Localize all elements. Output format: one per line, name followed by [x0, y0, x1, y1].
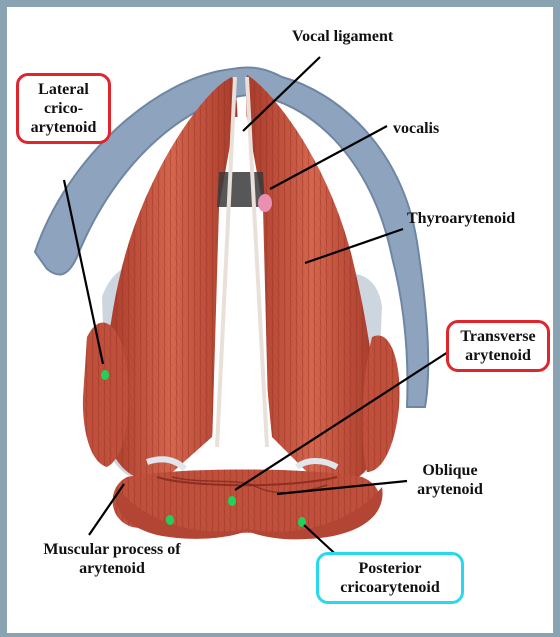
label-oblique-arytenoid: Oblique arytenoid — [410, 461, 490, 499]
label-muscular-process: Muscular process of arytenoid — [27, 540, 197, 578]
green-marker — [228, 496, 236, 506]
label-posterior-cricoarytenoid-box: Posterior cricoarytenoid — [316, 552, 464, 604]
label-line: arytenoid — [27, 559, 197, 578]
label-line: arytenoid — [25, 118, 102, 137]
green-marker — [166, 515, 174, 525]
label-line: Muscular process of — [27, 540, 197, 559]
diagram-panel: Vocal ligament Lateral crico- arytenoid … — [7, 7, 553, 633]
label-line: crico- — [25, 99, 102, 118]
label-line: Transverse — [455, 327, 541, 346]
vocalis-marker — [258, 194, 272, 212]
label-line: arytenoid — [455, 346, 541, 365]
label-thyroarytenoid: Thyroarytenoid — [407, 209, 515, 228]
dark-glottis-upper — [217, 172, 265, 207]
label-line: cricoarytenoid — [325, 578, 455, 597]
label-line: arytenoid — [410, 480, 490, 499]
label-vocalis: vocalis — [393, 119, 439, 138]
label-vocal-ligament: Vocal ligament — [292, 27, 393, 46]
label-line: Posterior — [325, 559, 455, 578]
label-line: Oblique — [410, 461, 490, 480]
label-line: Lateral — [25, 80, 102, 99]
label-transverse-arytenoid-box: Transverse arytenoid — [446, 320, 550, 372]
green-marker — [101, 370, 109, 380]
label-lateral-cricoarytenoid-box: Lateral crico- arytenoid — [16, 73, 111, 144]
